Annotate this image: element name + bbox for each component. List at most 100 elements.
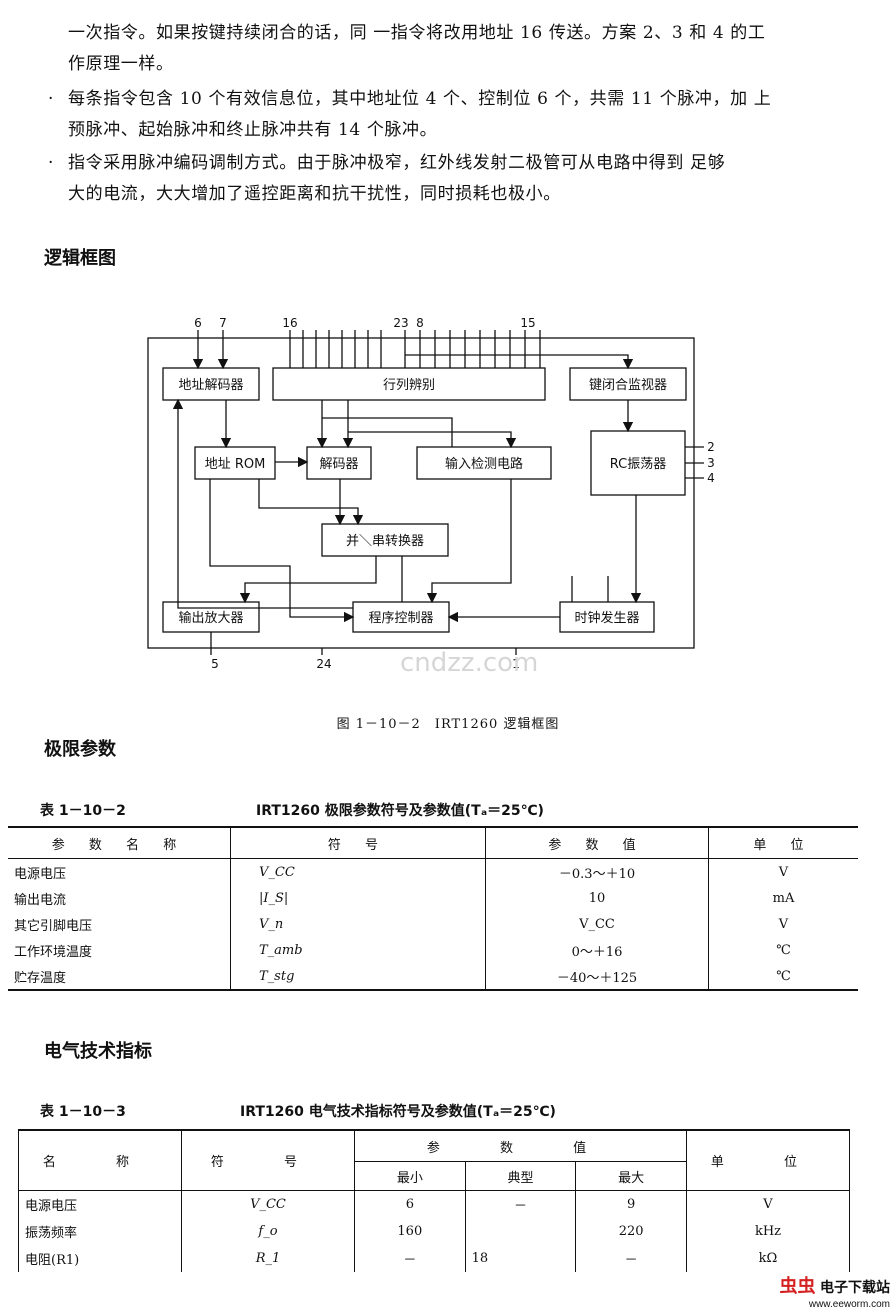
paragraph-line: 指令采用脉冲编码调制方式。由于脉冲极窄，红外线发射二极管可从电路中得到 足够 (68, 153, 726, 173)
table-cell: 振荡频率 (18, 1218, 182, 1245)
site-logo[interactable]: 虫虫 电子下载站 www.eeworm.com (779, 1276, 890, 1312)
bullet-dot: · (48, 89, 55, 109)
block-label: 并＼串转换器 (346, 534, 424, 549)
pin-label: 23 (393, 316, 408, 330)
table-cell: V_CC (230, 858, 486, 885)
electrical-table: 名 称 符 号 参 数 值 单 位 最小 典型 最大 电源电压 V_CC 6 －… (18, 1129, 850, 1272)
table-cell: －40～＋125 (485, 963, 709, 990)
table-cell: T_stg (230, 963, 486, 990)
chip-outline (147, 337, 695, 649)
pin-label: 3 (707, 456, 715, 470)
table-cell: V (686, 1190, 850, 1218)
figure-caption: 图 1－10－2 IRT1260 逻辑框图 (336, 717, 560, 732)
block-label: 解码器 (319, 457, 358, 472)
logic-block-diagram: 地址解码器 行列辨别 键闭合监视器 地址 ROM 解码器 输入检测电路 RC振荡… (147, 316, 715, 678)
table-header-cell: 单 位 (686, 1129, 850, 1191)
logo-brand: 虫虫 (779, 1276, 816, 1297)
table-header-cell: 典型 (464, 1161, 577, 1191)
block-label: 行列辨别 (383, 378, 435, 393)
logo-url: www.eeworm.com (808, 1299, 890, 1310)
section-title-limits: 极限参数 (44, 739, 116, 760)
paragraph-2: · 每条指令包含 10 个有效信息位，其中地址位 4 个、控制位 6 个，共需 … (48, 84, 868, 146)
table-row: 工作环境温度 T_amb 0～＋16 ℃ (8, 937, 858, 963)
bullet-dot: · (48, 153, 55, 173)
table-header-cell: 参 数 名 称 (8, 827, 231, 859)
table-header-cell: 名 称 (18, 1129, 182, 1191)
table-cell (464, 1218, 577, 1245)
table-row: 电源电压 V_CC 6 － 9 V (18, 1190, 850, 1218)
table-row: 振荡频率 f_o 160 220 kHz (18, 1218, 850, 1245)
pin-label: 1 (512, 657, 520, 671)
table-cell: 贮存温度 (14, 970, 67, 986)
table-row: 贮存温度 T_stg －40～＋125 ℃ (8, 963, 858, 990)
paragraph-line: 每条指令包含 10 个有效信息位，其中地址位 4 个、控制位 6 个，共需 11… (68, 89, 772, 109)
block-label: 地址 ROM (205, 457, 266, 472)
pin-label: 8 (416, 316, 424, 330)
addr-decoder-box (162, 367, 260, 401)
table-cell: kHz (686, 1218, 850, 1245)
pin-label: 5 (211, 657, 219, 671)
limits-table: 参 数 名 称 符 号 参 数 值 单 位 电源电压 V_CC －0.3～＋10… (8, 826, 858, 991)
pin-label: 2 (707, 440, 715, 454)
input-detect-box (416, 446, 552, 480)
par-ser-box (321, 523, 449, 557)
table-cell: V (708, 858, 858, 885)
pin-label: 7 (219, 316, 227, 330)
table-header-cell: 单 位 (708, 827, 858, 859)
table-cell: 电阻(R1) (18, 1245, 182, 1272)
logo-text: 电子下载站 (820, 1280, 890, 1296)
table-cell: 6 (354, 1190, 466, 1218)
section-title-electrical: 电气技术指标 (44, 1041, 152, 1062)
table-cell: 工作环境温度 (14, 944, 93, 960)
table-header-cell: 参 数 值 (485, 827, 709, 859)
block-label: 地址解码器 (178, 378, 243, 393)
table-cell: 18 (464, 1245, 577, 1272)
table1-title: IRT1260 极限参数符号及参数值(Tₐ＝25℃) (256, 803, 544, 819)
table-cell: f_o (181, 1218, 355, 1245)
table-cell: V_CC (485, 911, 709, 937)
block-label: 输入检测电路 (445, 456, 523, 472)
table-cell: 10 (485, 885, 709, 911)
table-cell: V_CC (181, 1190, 355, 1218)
block-label: 键闭合监视器 (589, 378, 667, 393)
table-header-cell: 最大 (575, 1161, 687, 1191)
table-cell: mA (708, 885, 858, 911)
table-row: 电源电压 V_CC －0.3～＋10 V (8, 858, 858, 885)
table-cell: R_1 (181, 1245, 355, 1272)
table-cell: 其它引脚电压 (14, 918, 93, 934)
table-row: 其它引脚电压 V_n V_CC V (8, 911, 858, 937)
table-cell: ℃ (708, 937, 858, 963)
table-cell: 输出电流 (14, 892, 67, 908)
table-cell: ℃ (708, 963, 858, 990)
paragraph-line: 一次指令。如果按键持续闭合的话，同 一指令将改用地址 16 传送。方案 2、3 … (68, 23, 766, 43)
table-cell: －0.3～＋10 (485, 858, 709, 885)
table-header-cell: 参 数 值 (354, 1129, 687, 1162)
table-cell: T_amb (230, 937, 486, 963)
pin-label: 16 (282, 316, 297, 330)
block-label: 时钟发生器 (574, 610, 639, 626)
block-label: RC振荡器 (610, 457, 666, 472)
table-cell: － (464, 1190, 577, 1218)
table-cell: 电源电压 (18, 1190, 182, 1218)
paragraph-line: 预脉冲、起始脉冲和终止脉冲共有 14 个脉冲。 (68, 120, 438, 140)
addr-rom-box (194, 446, 276, 480)
table-header-row: 参 数 名 称 符 号 参 数 值 单 位 (8, 827, 858, 859)
table2-title: IRT1260 电气技术指标符号及参数值(Tₐ＝25℃) (240, 1104, 556, 1120)
pin-label: 4 (707, 471, 715, 485)
table2-number: 表 1－10－3 (40, 1104, 126, 1120)
table-cell: 9 (575, 1190, 687, 1218)
paragraph-1: 一次指令。如果按键持续闭合的话，同 一指令将改用地址 16 传送。方案 2、3 … (68, 18, 868, 80)
row-col-box (272, 367, 546, 401)
table-cell: － (354, 1245, 466, 1272)
paragraph-3: · 指令采用脉冲编码调制方式。由于脉冲极窄，红外线发射二极管可从电路中得到 足够… (48, 148, 868, 210)
table-header-row: 最小 典型 最大 (19, 1161, 850, 1191)
table-cell: 220 (575, 1218, 687, 1245)
table-cell: 160 (354, 1218, 466, 1245)
block-label: 输出放大器 (178, 610, 243, 626)
section-title-logic: 逻辑框图 (44, 248, 116, 269)
table-header-cell: 最小 (354, 1161, 466, 1191)
table-cell: V (708, 911, 858, 937)
table-cell: V_n (230, 911, 486, 937)
table-header-cell: 符 号 (230, 827, 486, 859)
table-cell: |I_S| (230, 885, 486, 911)
